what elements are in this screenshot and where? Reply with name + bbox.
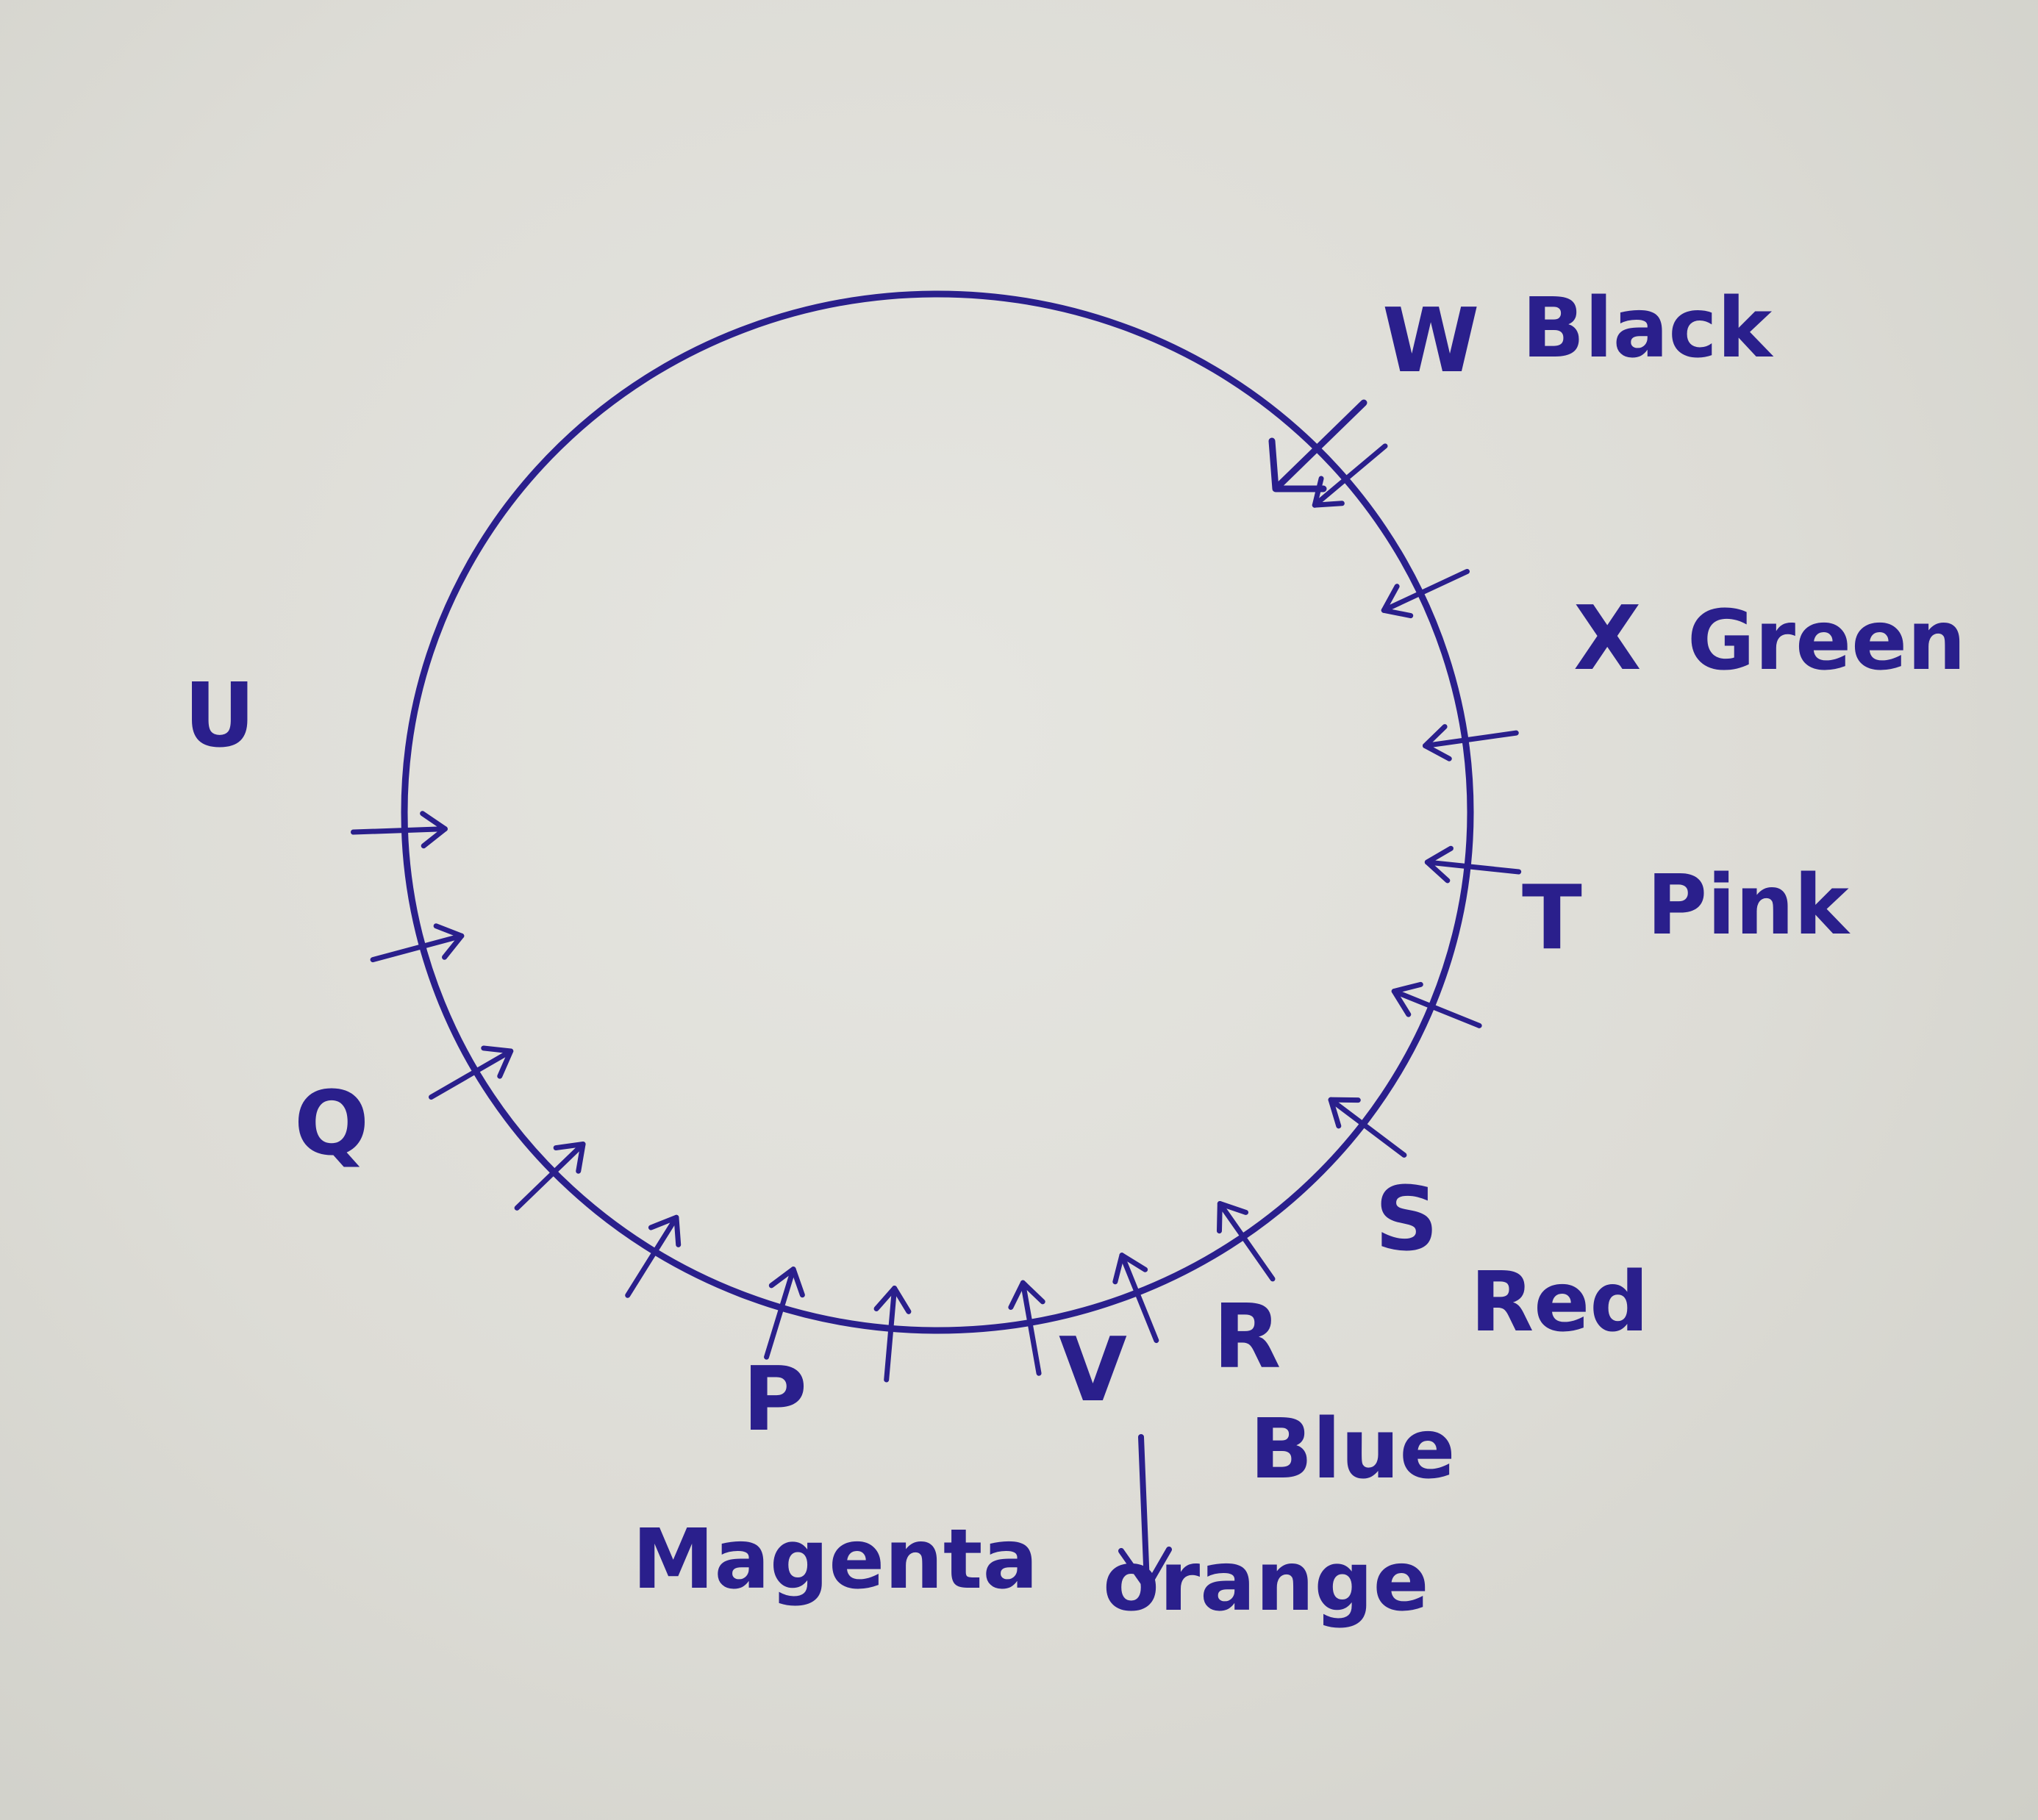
label-w: W [1382,290,1479,393]
label-x-color: Green [1687,593,1966,689]
tick-arrowhead-10 [768,1267,805,1298]
v-facing-outside-line [1138,1434,1150,1587]
tick-arrow-12 [514,1142,586,1211]
label-p-color: Magenta [632,1512,1038,1608]
tick-arrowhead-13 [481,1045,514,1079]
label-x: X [1573,588,1642,690]
position-arrows [350,443,1522,1383]
tick-arrowhead-7 [1112,1253,1148,1285]
tick-arrowhead-15 [420,811,448,849]
label-v-color: orange [1103,1534,1429,1630]
w-arrow-head [1268,437,1327,492]
tick-arrow-0 [1312,443,1388,508]
label-p: P [743,1349,807,1451]
tick-arrowhead-6 [1216,1200,1249,1234]
label-t: T [1522,867,1582,970]
tick-arrow-7 [1119,1253,1159,1344]
tick-arrow-3 [1424,859,1522,875]
tick-arrowhead-4 [1391,981,1423,1017]
label-w-color: Black [1522,281,1774,376]
label-v: V [1059,1319,1127,1422]
tick-arrow-10 [764,1267,796,1360]
tick-arrowhead-1 [1381,584,1414,619]
tick-arrow-15 [350,826,448,835]
label-t-color: Pink [1647,858,1851,953]
label-s-color: Red [1470,1255,1648,1350]
tick-arrowhead-12 [553,1142,586,1174]
tick-arrowhead-3 [1424,845,1454,884]
tick-arrowhead-8 [1008,1280,1045,1310]
tick-arrow-5 [1328,1097,1407,1158]
label-r-color: Blue [1250,1402,1455,1497]
tick-arrow-4 [1391,988,1482,1028]
tick-arrow-1 [1381,568,1470,613]
label-r: R [1213,1286,1281,1389]
tick-arrow-11 [625,1214,679,1298]
tick-arrowhead-14 [433,923,465,960]
tick-arrowhead-5 [1328,1097,1361,1129]
label-u: U [184,665,255,767]
tick-arrow-13 [429,1048,514,1100]
tick-arrowhead-11 [648,1214,682,1247]
tick-arrow-14 [370,933,465,963]
tick-arrow-2 [1422,730,1519,749]
label-q: Q [294,1073,369,1175]
tick-arrowhead-2 [1422,724,1452,762]
tick-arrow-9 [884,1286,898,1383]
tick-arrow-8 [1020,1280,1042,1376]
label-s: S [1375,1169,1438,1271]
v-facing-outside-arrowhead [1118,1547,1172,1591]
tick-arrow-6 [1217,1200,1276,1282]
circle-outline [401,290,1474,1334]
w-arrow-line [1276,399,1367,489]
tick-arrowhead-9 [873,1286,912,1314]
